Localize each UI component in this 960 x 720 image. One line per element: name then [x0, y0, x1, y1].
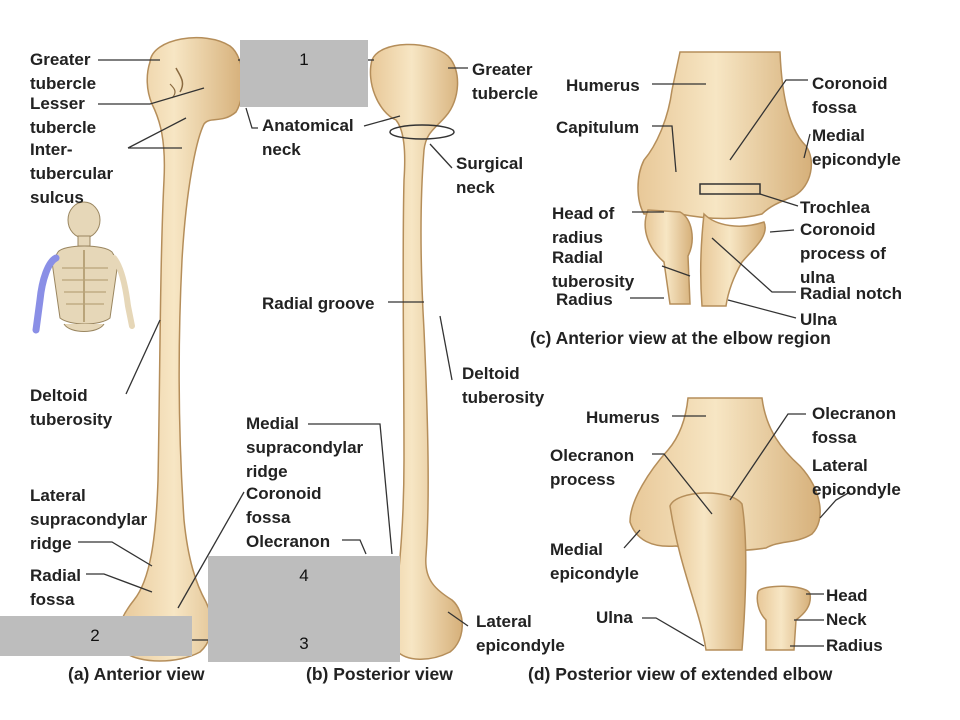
caption-anterior-view: (a) Anterior view: [68, 664, 205, 684]
tubercle-texture: [175, 67, 184, 93]
label-capitulum: Capitulum: [556, 118, 640, 137]
elbow-anterior-ulna: [699, 212, 766, 307]
label-neck: Neck: [826, 610, 867, 629]
leader-lines: [78, 59, 851, 647]
surgical-neck-ring: [389, 124, 455, 140]
answer-box-2[interactable]: [0, 616, 192, 656]
answer-box-1-number: 1: [299, 50, 309, 69]
label-humerus-elbow-posterior: Humerus: [586, 408, 660, 427]
label-ulna-elbow-anterior: Ulna: [800, 310, 837, 329]
label-ulna-elbow-posterior: Ulna: [596, 608, 633, 627]
elbow-posterior-ulna: [669, 492, 747, 651]
elbow-posterior-illustration: [629, 397, 821, 651]
answer-box-1[interactable]: [240, 40, 368, 107]
answer-box-3-number: 3: [299, 634, 309, 653]
answer-box-2-number: 2: [90, 626, 100, 645]
label-radius-elbow-anterior: Radius: [556, 290, 613, 309]
label-olecranon: Olecranon: [246, 532, 331, 551]
label-trochlea: Trochlea: [800, 198, 870, 217]
label-radial-notch: Radial notch: [800, 284, 903, 303]
label-head: Head: [826, 586, 868, 605]
answer-box-4-number: 4: [299, 566, 309, 585]
label-radius-elbow-posterior: Radius: [826, 636, 883, 655]
skeleton-thumbnail: [32, 201, 135, 334]
humerus-posterior-shape: [369, 43, 463, 660]
elbow-anterior-humerus: [637, 51, 813, 220]
caption-posterior-view: (b) Posterior view: [306, 664, 453, 684]
humerus-posterior-illustration: [369, 43, 463, 660]
caption-elbow-posterior: (d) Posterior view of extended elbow: [528, 664, 833, 684]
trochlea-marker: [699, 183, 761, 195]
caption-elbow-anterior: (c) Anterior view at the elbow region: [530, 328, 831, 348]
elbow-anterior-radius: [644, 209, 693, 305]
elbow-posterior-radius: [756, 585, 812, 651]
answer-box-4-and-3[interactable]: [208, 556, 400, 662]
highlighted-humerus: [32, 254, 60, 334]
label-humerus-elbow-anterior: Humerus: [566, 76, 640, 95]
label-radial-groove: Radial groove: [262, 294, 375, 313]
elbow-anterior-illustration: [637, 51, 813, 307]
